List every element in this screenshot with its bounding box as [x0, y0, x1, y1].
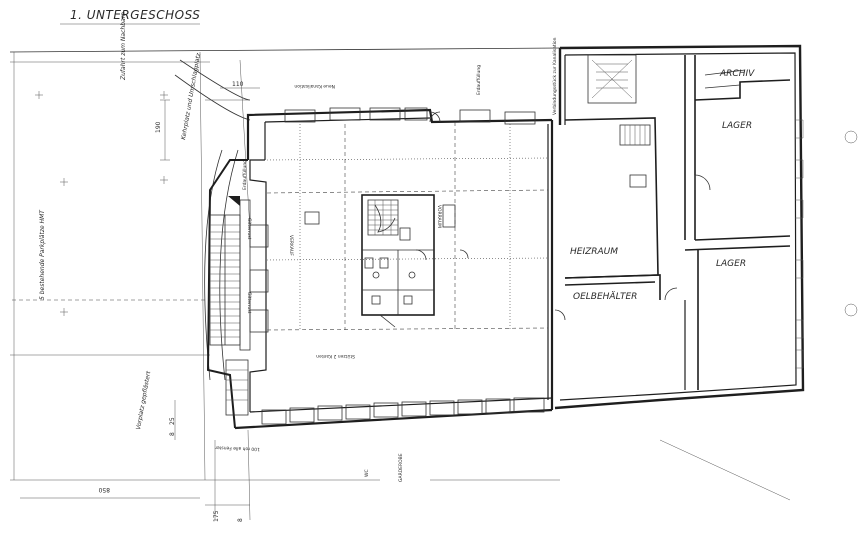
label-gitterrost-2: Gitterrost: [246, 292, 252, 314]
dim-175: 175: [213, 510, 220, 522]
label-vorplatz: Vorplatz gepflästert: [135, 370, 152, 430]
site-lines: [9, 47, 791, 521]
room-oelbehaelter: OELBEHÄLTER: [573, 291, 637, 302]
room-garderobe: GARDEROBE: [398, 453, 404, 482]
room-archiv: ARCHIV: [719, 69, 755, 79]
label-fenster: 100 roh alle Fenster: [215, 444, 260, 452]
room-labels: ARCHIV LAGER LAGER HEIZRAUM OELBEHÄLTER …: [288, 69, 755, 482]
room-lager-top: LAGER: [722, 121, 752, 131]
room-vorraum: VORRAUM: [436, 205, 442, 228]
central-core: [304, 194, 456, 328]
grid-lines: [266, 122, 549, 331]
label-zufahrt: Zufahrt zum Nachbarn: [120, 12, 127, 81]
label-parkplaetze: 5 bestehende Parkplätze HMT: [39, 209, 46, 300]
driveway-curves: [174, 59, 251, 381]
room-heizraum: HEIZRAUM: [570, 247, 618, 257]
label-verbindungsstueck: Verbindungsstück zur Kanalisation: [552, 37, 558, 115]
dimension-lines: 110 190 850 175 8 8 25: [20, 81, 260, 522]
dim-8-left: 8: [169, 432, 176, 436]
label-neue-kanalisation: Neue Kanalisation: [294, 83, 335, 89]
dim-110: 110: [232, 81, 244, 88]
label-gitterrost-1: Gitterrost: [246, 218, 252, 240]
plan-title: 1. UNTERGESCHOSS: [70, 8, 200, 22]
site-annotations: Zufahrt zum Nachbarn Kehrplatz und Umsch…: [39, 12, 558, 452]
label-erdaufuellung-2: Erdauffüllung: [476, 65, 482, 95]
dim-8-bottom: 8: [237, 518, 244, 522]
main-building: [206, 107, 554, 430]
room-verkauf: VERKAUF: [288, 235, 294, 256]
room-wc: WC: [364, 469, 370, 477]
label-erdaufuellung-1: Erdauffüllung: [242, 160, 248, 190]
service-building: [554, 44, 805, 410]
external-stair: [209, 196, 269, 416]
punch-holes: [844, 130, 858, 317]
label-kehrplatz: Kehrplatz und Umschlagplatz: [180, 52, 202, 141]
dim-190: 190: [155, 121, 162, 133]
label-stuetzen: Stützen 2 Kanten: [316, 353, 355, 359]
dim-25: 25: [169, 417, 176, 425]
room-lager-bottom: LAGER: [716, 259, 746, 269]
dim-850: 850: [98, 486, 110, 493]
